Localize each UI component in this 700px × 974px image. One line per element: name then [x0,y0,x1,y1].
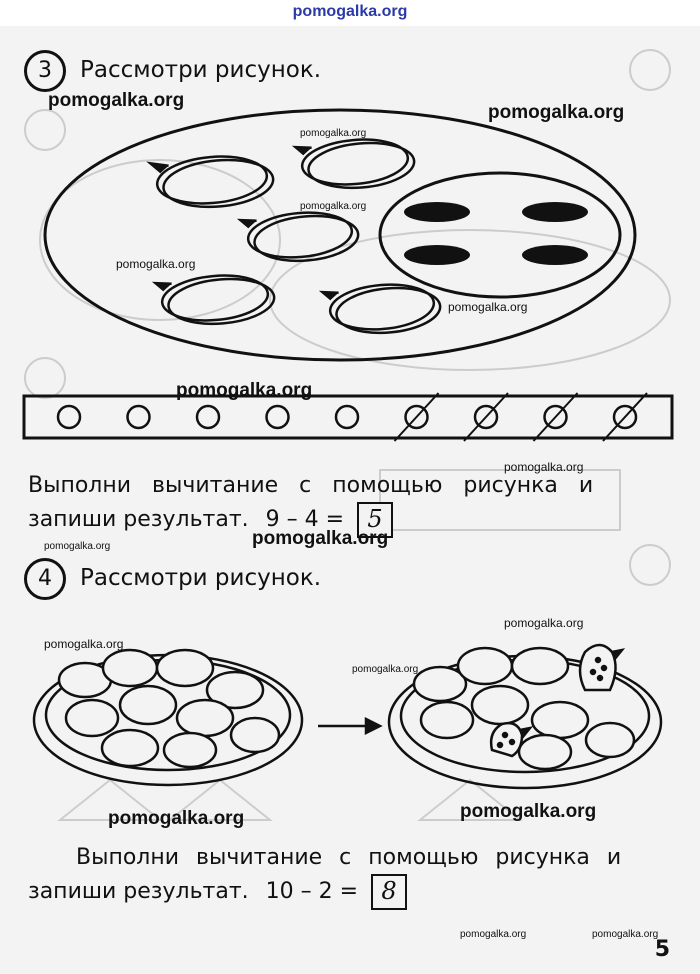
watermark: pomogalka.org [460,929,527,940]
task3-expression: 9 – 4 = [265,507,345,532]
ring [151,274,276,326]
strip-circle [56,404,82,430]
strip-circle [265,404,290,430]
task4-answer-box[interactable]: 8 [371,874,408,910]
cross-out-line [393,392,440,442]
black-oval [522,202,588,222]
cross-out-line [532,392,579,442]
black-oval [522,245,588,265]
task3-instruction: Выполни вычитание с помощью рисунка и за… [28,470,678,538]
cross-out-line [463,392,509,442]
left-eggs [57,648,281,769]
task3-line1: Выполни вычитание с помощью рисунка и [28,470,678,502]
chick [578,643,626,692]
circles-strip [22,394,674,440]
task4-expression: 10 – 2 = [265,879,359,904]
watermark: pomogalka.org [116,257,196,271]
big-oval [43,108,637,362]
task3-line2-text: запиши результат. [28,507,249,532]
task4-number-badge: 4 [24,558,66,600]
task3-heading: Рассмотри рисунок. [80,57,322,83]
watermark: pomogalka.org [504,460,584,474]
watermark: pomogalka.org [504,616,584,630]
ring [318,283,442,335]
ring [236,211,360,263]
watermark: pomogalka.org [448,300,528,314]
right-eggs [412,646,636,771]
page-number: 5 [654,937,670,962]
task4-line2: запиши результат. 10 – 2 = 8 [28,874,678,910]
task3-answer-box[interactable]: 5 [357,502,394,538]
watermark: pomogalka.org [44,541,111,552]
watermark: pomogalka.org [108,808,245,829]
task4-line1: Выполни вычитание с помощью рисунка и [28,842,678,874]
task4-line2-text: запиши результат. [28,879,249,904]
task4-line1-text: Выполни вычитание с помощью рисунка и [76,845,622,870]
strip-circle [334,404,360,430]
watermark: pomogalka.org [300,201,367,212]
watermark: pomogalka.org [352,664,419,675]
watermark: pomogalka.org [176,380,313,401]
watermark: pomogalka.org [300,128,367,139]
watermark: pomogalka.org [592,929,659,940]
strip-circle [195,404,221,430]
cross-out-line [602,392,648,442]
black-oval [404,202,470,222]
chick [489,721,534,758]
inner-oval [378,171,622,299]
watermark: pomogalka.org [460,801,597,822]
strip-circle [126,404,151,430]
task3-line2: запиши результат. 9 – 4 = 5 [28,502,678,538]
watermark: pomogalka.org [488,102,625,123]
arrow [318,716,383,736]
site-url-banner: pomogalka.org [0,0,700,26]
task3-number-badge: 3 [24,50,66,92]
ring [291,138,416,190]
watermark: pomogalka.org [252,528,389,549]
black-oval [404,245,470,265]
task4-heading: Рассмотри рисунок. [80,565,322,591]
watermark: pomogalka.org [44,637,124,651]
task3-line1-text: Выполни вычитание с помощью рисунка и [28,473,594,498]
task4-instruction: Выполни вычитание с помощью рисунка и за… [28,842,678,910]
watermark: pomogalka.org [48,90,185,111]
ring [146,155,275,209]
